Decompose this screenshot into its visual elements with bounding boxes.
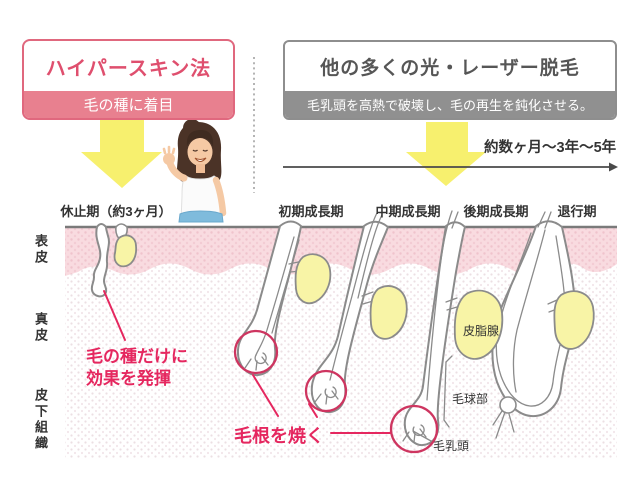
regression-club-bulb: [499, 396, 517, 414]
seed-effect-note: 毛の種だけに 効果を発揮: [86, 346, 188, 390]
stage-label-regression: 退行期: [557, 204, 597, 219]
burn-root-pointer-middle: [308, 403, 318, 418]
seed-effect-note-line2: 効果を発揮: [86, 368, 171, 388]
stage-label-resting: 休止期（約3ヶ月）: [60, 204, 172, 219]
sebaceous-gland-late: [453, 289, 504, 360]
hair-shaft-early: [255, 236, 295, 356]
hair-shaft-middle: [329, 212, 378, 381]
seed-effect-pointer-line: [103, 290, 126, 341]
hair-shaft-regression: [512, 229, 546, 393]
hair-shaft-late: [426, 210, 453, 401]
hair-shaft-middle-2: [357, 214, 383, 299]
sebaceous-gland-resting: [113, 234, 138, 268]
regression-root-whiskers: [492, 410, 515, 439]
duration-label: 約数ヶ月～3年～5年: [484, 140, 617, 156]
burn-root-note: 毛根を焼く: [234, 426, 324, 446]
epidermis-band: [65, 227, 617, 276]
laser-title: 他の多くの光・レーザー脱毛: [320, 58, 580, 79]
layer-label-dermis: 真皮: [33, 312, 48, 344]
stage-label-middle-growth: 中期成長期: [375, 204, 441, 219]
hair-root-curl-early: [244, 352, 269, 371]
burn-root-pointer-left: [252, 374, 279, 417]
sebaceous-gland-label: 皮脂腺: [463, 324, 500, 338]
target-circle-late: [389, 404, 439, 454]
dermal-papilla-label: 毛乳頭: [433, 439, 470, 453]
hair-tip-regression: [537, 211, 552, 229]
dermal-papilla-pointer-line: [412, 430, 432, 442]
down-arrow-left: [81, 118, 162, 188]
hyper-skin-method-box: ハイパースキン法 毛の種に着目: [22, 39, 235, 120]
woman-photo: [162, 119, 227, 223]
seed-effect-note-line1: 毛の種だけに: [86, 347, 188, 366]
gland-neck-late: [445, 297, 458, 311]
hair-root-curl-middle: [314, 386, 339, 405]
hair-bulb-label: 毛球部: [452, 392, 489, 406]
sebaceous-gland-early: [294, 253, 332, 305]
target-circle-middle: [304, 369, 348, 413]
sebaceous-gland-middle: [369, 285, 408, 340]
stage-label-late-growth: 後期成長期: [463, 204, 529, 219]
hair-bulb-bracket: [443, 355, 453, 428]
laser-subtitle-band: 毛乳頭を高熱で破壊し、毛の再生を鈍化させる。: [285, 91, 615, 118]
sebaceous-gland-regression: [553, 290, 595, 350]
hair-shaft-early-2: [271, 239, 300, 334]
target-circle-early: [233, 329, 279, 375]
hyper-skin-subtitle-band: 毛の種に着目: [24, 91, 233, 118]
layer-label-epidermis: 表皮: [33, 234, 48, 266]
layer-label-subcutaneous: 皮下組織: [33, 388, 48, 452]
hair-shaft-late-2: [451, 211, 459, 229]
follicle-resting: [90, 223, 110, 298]
stage-label-early-growth: 初期成長期: [278, 204, 344, 219]
laser-method-box: 他の多くの光・レーザー脱毛 毛乳頭を高熱で破壊し、毛の再生を鈍化させる。: [283, 40, 617, 120]
hyper-skin-title: ハイパースキン法: [45, 57, 212, 80]
timeline-arrow: [283, 162, 618, 172]
down-arrow-right: [406, 122, 486, 186]
